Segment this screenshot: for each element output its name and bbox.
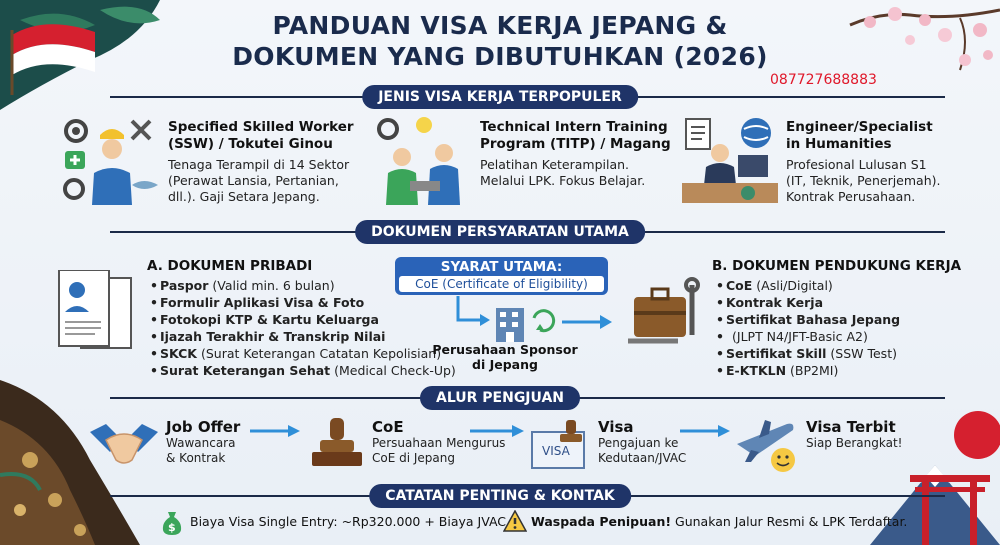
- arrow-right-icon: [680, 425, 730, 437]
- mount-fuji-icon: [870, 465, 1000, 545]
- visa-description: Profesional Lulusan S1(IT, Teknik, Pener…: [786, 157, 941, 204]
- airplane-smile-icon: [737, 420, 795, 472]
- indonesia-flag-icon: [10, 24, 95, 95]
- intern-training-icon: [377, 117, 460, 205]
- list-item: Surat Keterangan Sehat (Medical Check-Up…: [150, 362, 456, 379]
- cherry-blossom-decoration: [849, 7, 1000, 71]
- stamp-icon: [312, 418, 362, 466]
- svg-text:$: $: [168, 521, 176, 534]
- visa-description: Tenaga Terampil di 14 Sektor(Perawat Lan…: [168, 157, 350, 204]
- contact-phone: 087727688883: [770, 72, 877, 88]
- page-title: PANDUAN VISA KERJA JEPANG & DOKUMEN YANG…: [200, 10, 800, 72]
- fraud-warning-note: Waspada Penipuan! Gunakan Jalur Resmi & …: [531, 514, 908, 529]
- syarat-subtitle: CoE (Certificate of Eligibility): [399, 276, 604, 292]
- visa-description: Pelatihan Keterampilan.Melalui LPK. Foku…: [480, 157, 646, 188]
- docs-a-list: Paspor (Valid min. 6 bulan) Formulir Apl…: [150, 277, 456, 379]
- engineer-specialist-icon: [682, 118, 778, 203]
- passport-visa-icon: VISA: [531, 420, 585, 469]
- warning-icon: [503, 510, 527, 532]
- list-item: Paspor (Valid min. 6 bulan): [150, 277, 456, 294]
- torii-gate-icon: [910, 475, 990, 545]
- step-title: Visa Terbit: [806, 418, 896, 436]
- list-item: E-KTKLN (BP2MI): [716, 362, 900, 379]
- refresh-icon: [532, 309, 556, 333]
- fuji-torii-decoration: [870, 411, 1000, 545]
- docs-b-title: B. DOKUMEN PENDUKUNG KERJA: [712, 258, 962, 274]
- step-title: Visa: [598, 418, 634, 436]
- flag-leaves-decoration: [0, 0, 160, 110]
- personal-document-icon: [58, 270, 132, 349]
- handshake-icon: [90, 424, 158, 464]
- visa-title: Specified Skilled Worker(SSW) / Tokutei …: [168, 119, 354, 152]
- building-icon: [496, 308, 524, 342]
- arrow-right-icon: [250, 425, 300, 437]
- money-bag-icon: $: [162, 512, 182, 535]
- batik-decoration: [0, 380, 140, 545]
- step-job-offer: Job Offer Wawancara& Kontrak: [166, 418, 240, 466]
- docs-a-title: A. DOKUMEN PRIBADI: [147, 258, 313, 274]
- section-heading-dokumen: DOKUMEN PERSYARATAN UTAMA: [355, 220, 645, 244]
- sponsor-flow-graphic: [456, 296, 612, 342]
- list-item: Formulir Aplikasi Visa & Foto: [150, 294, 456, 311]
- step-description: Wawancara& Kontrak: [166, 436, 236, 465]
- list-item: CoE (Asli/Digital): [716, 277, 900, 294]
- arrow-right-icon: [470, 425, 524, 437]
- title-line-1: PANDUAN VISA KERJA JEPANG &: [272, 11, 728, 40]
- skilled-worker-icon: [63, 119, 158, 205]
- step-visa-terbit: Visa Terbit Siap Berangkat!: [806, 418, 902, 451]
- syarat-utama-box: SYARAT UTAMA: CoE (Certificate of Eligib…: [395, 257, 608, 295]
- sun-icon: [954, 411, 1000, 459]
- list-item: Ijazah Terakhir & Transkrip Nilai: [150, 328, 456, 345]
- step-description: Siap Berangkat!: [806, 436, 903, 450]
- syarat-title: SYARAT UTAMA:: [440, 259, 563, 275]
- title-line-2: DOKUMEN YANG DIBUTUHKAN (2026): [232, 42, 768, 71]
- visa-stamp-text: VISA: [542, 444, 571, 458]
- smiley-icon: [771, 448, 795, 472]
- list-item: SKCK (Surat Keterangan Catatan Kepolisia…: [150, 345, 456, 362]
- list-item: Fotokopi KTP & Kartu Keluarga: [150, 311, 456, 328]
- list-item: Sertifikat Skill (SSW Test): [716, 345, 900, 362]
- section-heading-catatan: CATATAN PENTING & KONTAK: [369, 484, 631, 508]
- list-item: Kontrak Kerja: [716, 294, 900, 311]
- list-item: Sertifikat Bahasa Jepang: [716, 311, 900, 328]
- visa-card-ssw: Specified Skilled Worker(SSW) / Tokutei …: [62, 115, 362, 210]
- section-heading-jenis-visa: JENIS VISA KERJA TERPOPULER: [362, 85, 638, 109]
- section-heading-alur: ALUR PENGJUAN: [419, 386, 581, 410]
- list-item: (JLPT N4/JFT-Basic A2): [716, 328, 900, 345]
- step-title: CoE: [372, 418, 404, 436]
- docs-b-list: CoE (Asli/Digital) Kontrak Kerja Sertifi…: [716, 277, 900, 379]
- briefcase-tools-icon: [628, 277, 700, 344]
- step-title: Job Offer: [166, 418, 241, 436]
- visa-fee-note: Biaya Visa Single Entry: ~Rp320.000 + Bi…: [190, 514, 507, 529]
